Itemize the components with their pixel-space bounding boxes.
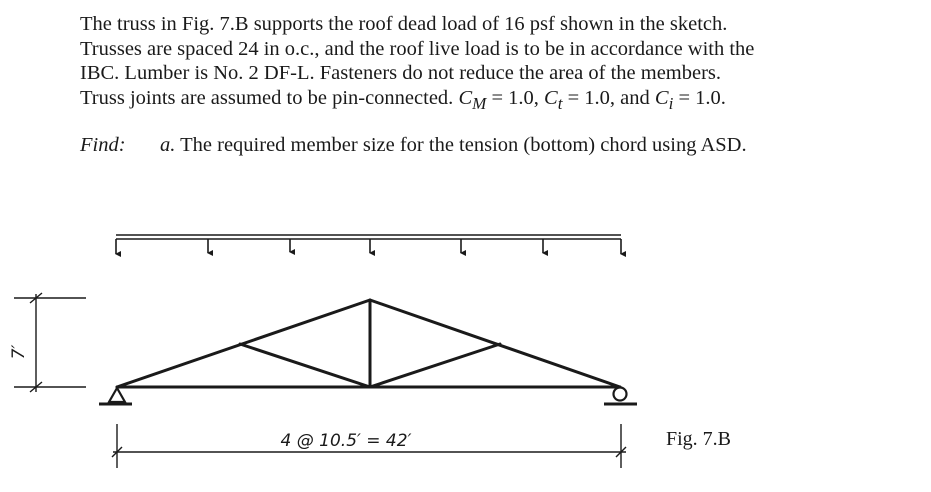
distributed-load (115, 234, 626, 257)
span-label: 4 @ 10.5′ = 42′ (281, 431, 412, 451)
figure-caption: Fig. 7.B (666, 428, 732, 450)
factor-symbol: C (654, 86, 669, 109)
factor-value: = 1.0 (486, 86, 534, 109)
find-statement: Find: a. The required member size for the… (80, 134, 747, 157)
dimension-tick (29, 292, 43, 304)
problem-statement: The truss in Fig. 7.B supports the roof … (80, 12, 870, 116)
factor-value: = 1.0 (673, 86, 721, 109)
top-chord-right (368, 298, 622, 389)
find-item-letter: a. (160, 134, 176, 156)
problem-line: Truss joints are assumed to be pin-conne… (80, 86, 454, 109)
pin-support (99, 385, 132, 406)
truss (115, 298, 622, 389)
factor-value: = 1.0 (562, 86, 610, 109)
dimension-tick (111, 446, 123, 458)
roller (612, 386, 628, 402)
problem-line-factors: Truss joints are assumed to be pin-conne… (80, 86, 726, 113)
problem-line: Trusses are spaced 24 in o.c., and the r… (80, 37, 755, 60)
diagonal-web (368, 342, 502, 389)
factor-subscript: i (668, 93, 674, 113)
find-label: Find: (80, 134, 126, 156)
diagonal-web (238, 342, 372, 389)
factor-subscript: M (472, 93, 487, 113)
top-chord-left (115, 298, 372, 389)
find-item-text: The required member size for the tension… (180, 134, 747, 156)
span-dimension (111, 424, 627, 468)
height-label: 7′ (9, 345, 29, 360)
dimension-tick (615, 446, 627, 458)
problem-line: The truss in Fig. 7.B supports the roof … (80, 13, 728, 35)
roller-support (604, 386, 637, 406)
dimension-tick (29, 381, 43, 393)
factor-symbol: C (458, 86, 473, 109)
factor-symbol: C (544, 86, 558, 109)
pin-triangle (107, 385, 127, 404)
problem-line: IBC. Lumber is No. 2 DF-L. Fasteners do … (80, 62, 722, 84)
height-dimension (14, 292, 86, 393)
factor-subscript: t (557, 93, 563, 113)
